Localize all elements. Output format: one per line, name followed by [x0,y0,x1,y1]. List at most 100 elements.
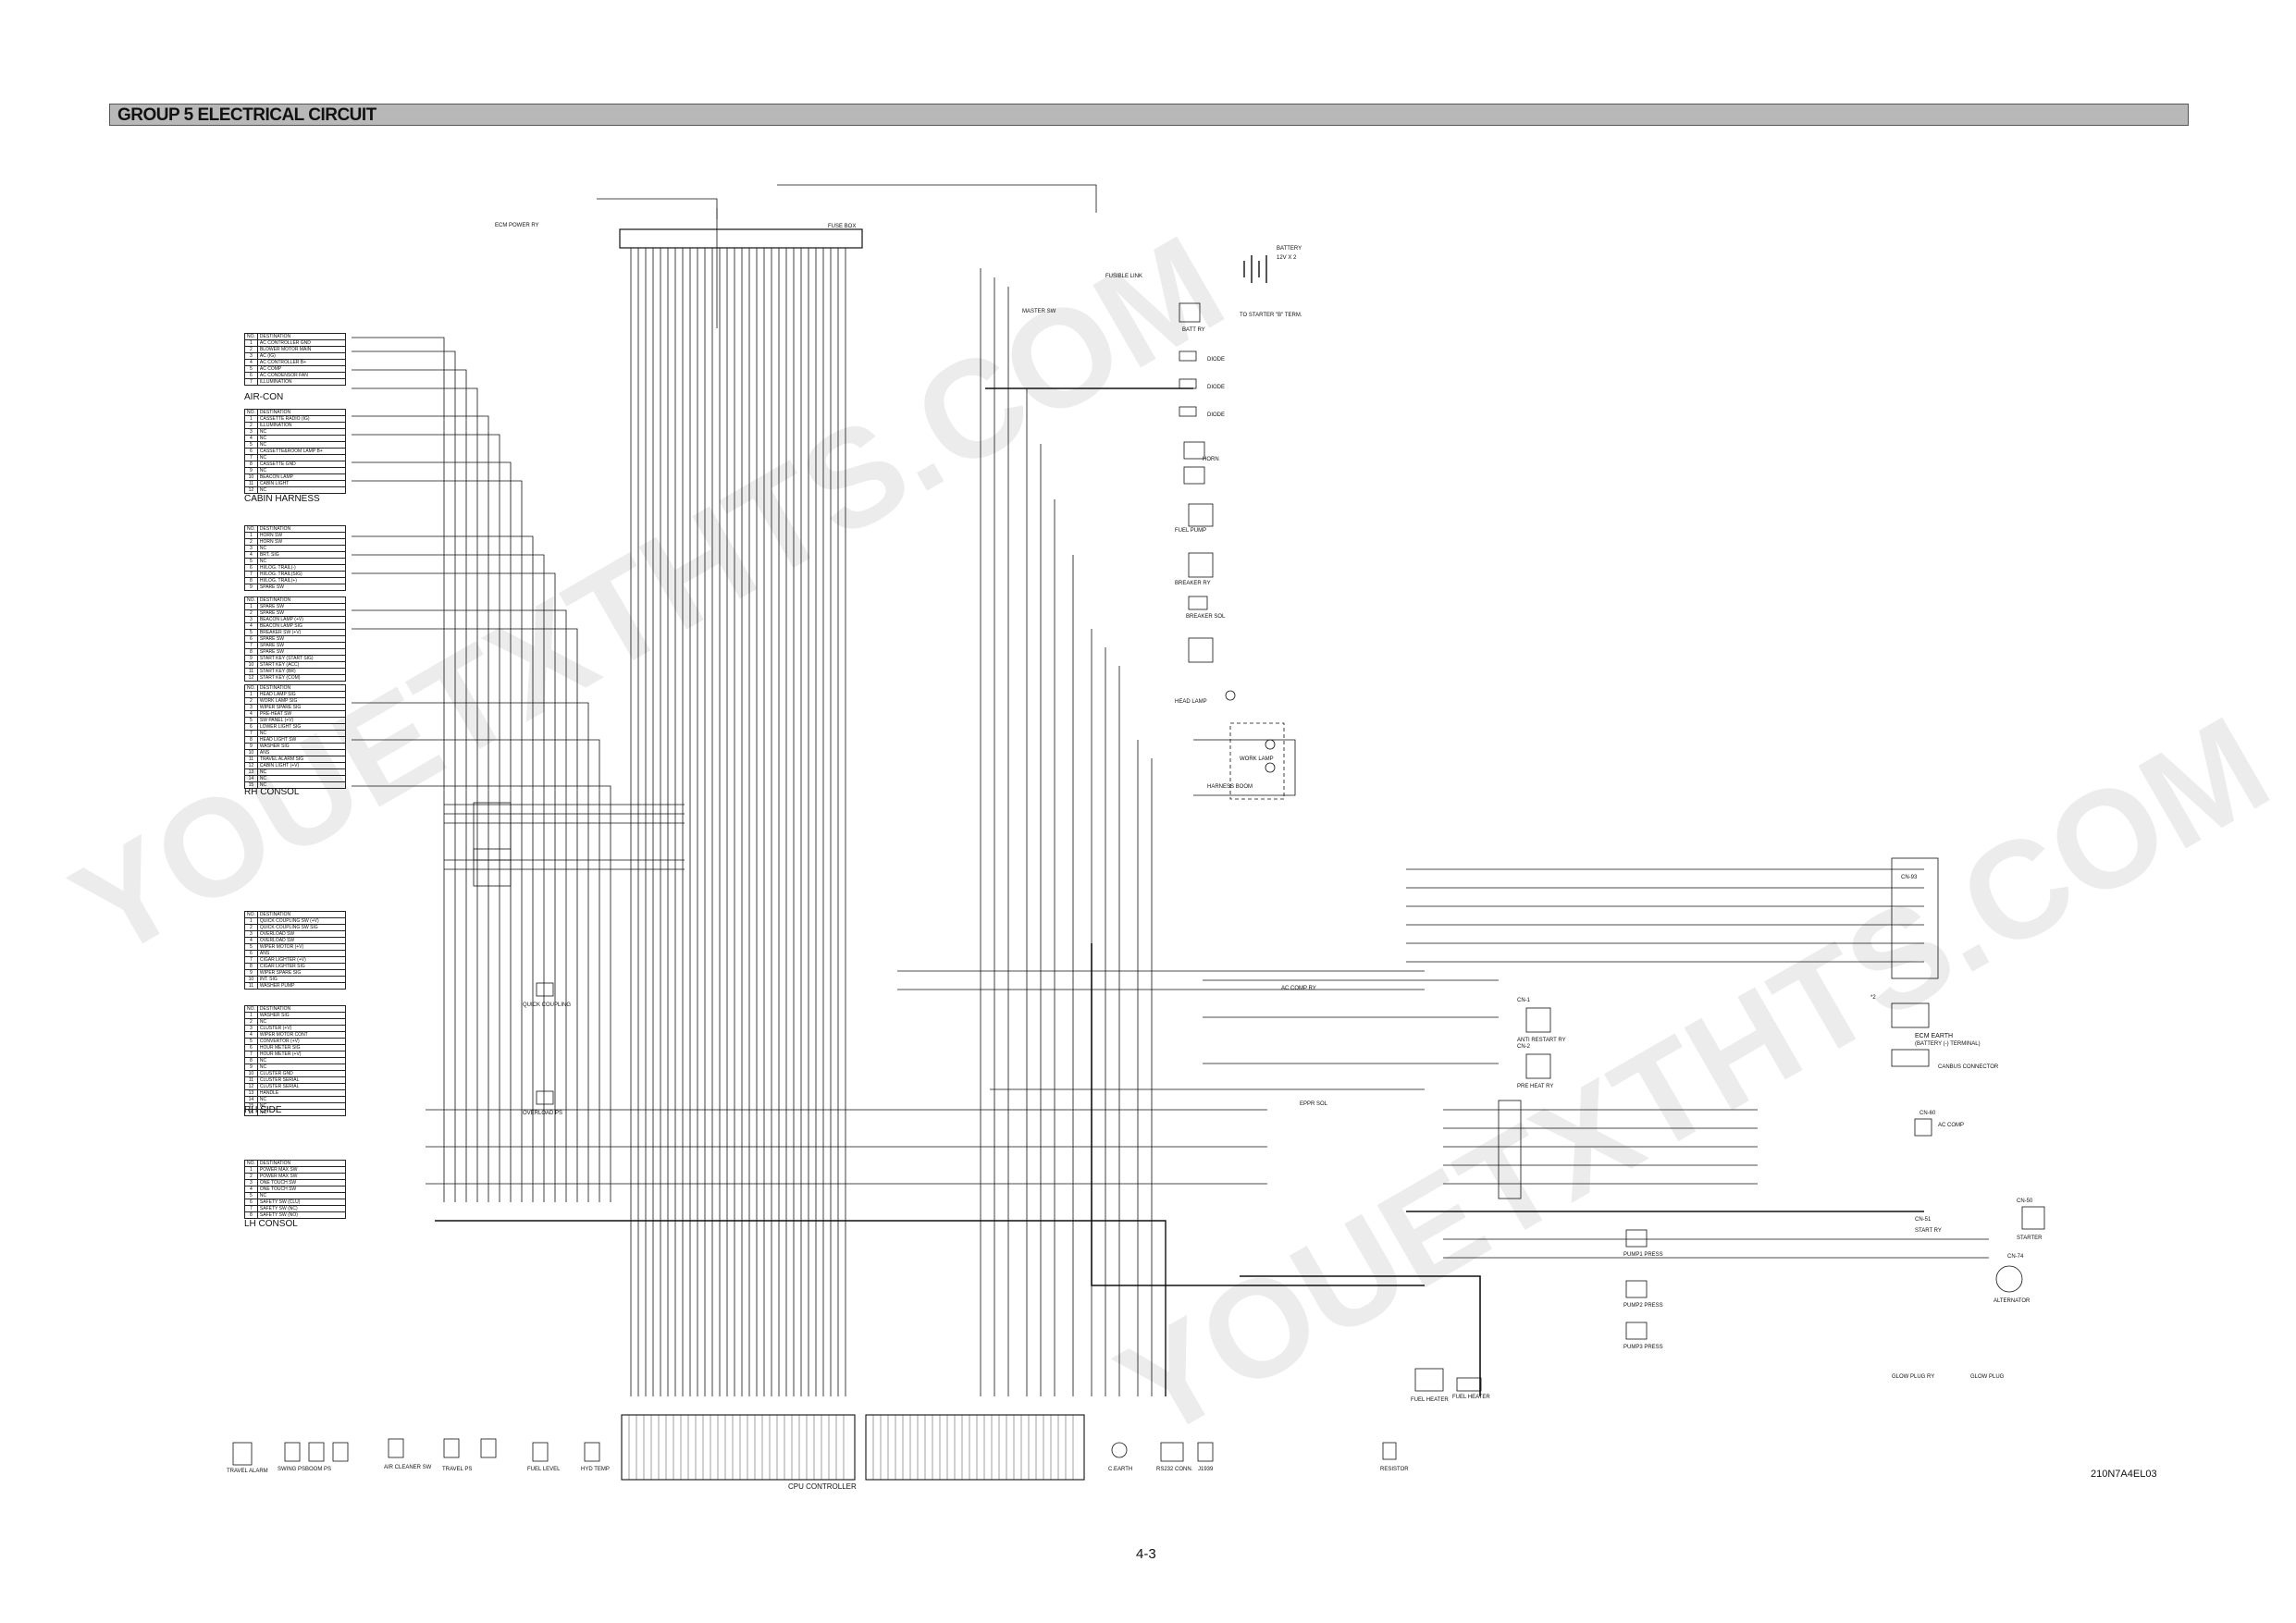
pin-number-cell: 3 [244,545,258,552]
ecm-earth-note: (BATTERY (-) TERMINAL) [1915,1041,1981,1047]
pin-number-cell: 3 [244,616,258,623]
harness-boom-box [1229,722,1285,800]
pin-number-cell: 1 [244,691,258,698]
pin-number-cell: 6 [244,564,258,572]
to-starter-label: TO STARTER "B" TERM. [1240,313,1302,318]
pin-number-cell: 8 [244,577,258,584]
destination-cell: WIPER SPARE SIG [256,969,346,977]
pin-number-cell: 11 [244,668,258,675]
destination-cell: NC [256,1096,346,1103]
pin-number-cell: 9 [244,584,258,591]
ac-comp-ry-label: AC COMP RY [1281,986,1316,991]
destination-cell: NC [256,441,346,449]
fusible-link-label: FUSIBLE LINK [1105,274,1142,279]
destination-cell: BLOWER MOTOR MAIN [256,346,346,353]
starter-label: STARTER [2017,1236,2043,1241]
pin-number-cell: 3 [244,352,258,360]
page-title: GROUP 5 ELECTRICAL CIRCUIT [117,105,376,125]
destination-cell: ILLUMINATION [256,422,346,429]
section-header-bar: GROUP 5 ELECTRICAL CIRCUIT [109,104,2189,126]
cn74-label: CN-74 [2007,1254,2024,1260]
page-number: 4-3 [1136,1546,1156,1562]
destination-cell: BEACON LAMP (+V) [256,616,346,623]
diode-icon-1 [1179,350,1197,362]
destination-cell: WASHER PUMP [256,982,346,990]
travel-ps-2-icon [443,1438,460,1458]
pin-number-cell: 4 [244,435,258,442]
pump-press-1-icon [1625,1229,1648,1248]
col-destination-header: DESTINATION [256,1005,346,1013]
overload-ps-label: OVERLOAD PS [523,1111,562,1116]
col-destination-header: DESTINATION [256,911,346,918]
pin-number-cell: 9 [244,655,258,662]
air-cleaner-icon [388,1438,404,1458]
diode-icon-3 [1179,406,1197,417]
quick-coupling-icon [536,982,554,997]
pin-number-cell: 4 [244,1031,258,1039]
fuel-level-icon [532,1442,549,1462]
destination-cell: CIGAR LIGHTER (+V) [256,956,346,964]
fuse-box-label: FUSE BOX [828,224,856,229]
pre-heat-relay-icon [1525,1053,1551,1079]
rs232-conn-icon [1160,1442,1184,1462]
battery-label: BATTERY [1277,246,1302,252]
fuel-heater-icon [1414,1368,1444,1392]
rs232-label: RS232 CONN. [1156,1467,1193,1472]
pump-press-3-label: PUMP3 PRESS [1623,1345,1663,1350]
pin-number-cell: 10 [244,1070,258,1077]
destination-cell: SAFETY SW (NC) [256,1205,346,1212]
ecm-earth-block [1891,1002,1930,1028]
fuel-pump-label: FUEL PUMP [1175,528,1206,534]
start-ry-label: START RY [1915,1228,1942,1234]
destination-cell: SPARE SW [256,584,346,591]
travel-ps-icon [332,1442,349,1462]
pin-number-cell: 6 [244,635,258,643]
horn-icon [1183,441,1205,460]
destination-cell: INT. SIG [256,976,346,983]
hyd-temp-label: HYD TEMP [581,1467,610,1472]
pin-number-cell: 4 [244,1186,258,1193]
ac-comp-icon [1914,1118,1932,1137]
destination-cell: CABIN LIGHT [256,480,346,487]
pin-number-cell: 4 [244,551,258,559]
destination-cell: CLUSTER (+V) [256,1025,346,1032]
destination-cell: POWER MAX SW [256,1166,346,1174]
destination-cell: HORN SW [256,538,346,546]
pin-number-cell: 4 [244,359,258,366]
destination-cell: NC [256,467,346,474]
pin-number-cell: 12 [244,486,258,494]
